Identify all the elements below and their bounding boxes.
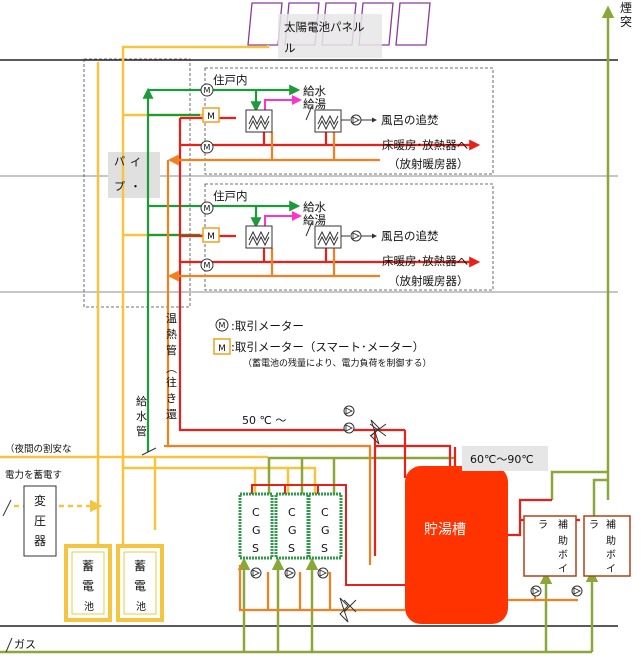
cgs-units [238, 492, 343, 560]
chimney-label: 煙突 [620, 1, 632, 29]
floor-lines [0, 59, 618, 627]
svg-text:M: M [219, 321, 226, 330]
night-power-label: （夜間の割安な [5, 443, 72, 455]
heat-exchanger-icon [245, 225, 273, 249]
svg-text:イ: イ [130, 156, 141, 169]
floor-heating-label: 床暖房･放熱器へ [382, 254, 468, 268]
battery-label: 蓄電池 [82, 559, 94, 613]
heat-exchanger-icon [245, 109, 273, 133]
radiant-heater-label: （放射暖房器） [388, 157, 469, 171]
aux-boiler-label: ラ補助ボイ [538, 518, 568, 575]
solar-panel [247, 2, 431, 58]
batteries [64, 544, 164, 622]
bath-reheat-label: 風呂の追焚 [381, 113, 439, 127]
bath-reheat-label: 風呂の追焚 [381, 229, 439, 243]
transformer-label: 変圧器 [34, 493, 46, 548]
storage-tank [405, 466, 508, 624]
water-supply-label: 給水 [303, 84, 326, 98]
meter-legend-note: （蓄電池の残量により、電力負荷を制御する） [243, 357, 431, 369]
water-pipe-label: 給水管 [136, 394, 147, 438]
svg-text:プ: プ [114, 180, 125, 193]
hot-water-supply-label: 給湯 [303, 97, 326, 111]
meter-legend-label: :取引メーター [231, 319, 304, 333]
transformer-box [23, 485, 57, 557]
night-power-label-cont: 電力を蓄電す [5, 469, 62, 481]
hot-lines [178, 116, 580, 556]
solar-panel-label: 太陽電池パネル [284, 20, 365, 34]
svg-text:M: M [204, 143, 211, 152]
pipe-space-label-bg [108, 152, 160, 198]
svg-text:M: M [204, 86, 211, 95]
temp-50-label: 50 ℃ ～ [242, 414, 286, 427]
return-lines [164, 132, 578, 612]
temperature-range-bg [462, 446, 548, 471]
svg-text:M: M [207, 112, 215, 122]
water-supply-label: 給水 [303, 200, 326, 214]
bath-reheat-lines [305, 105, 377, 242]
gas-lines [0, 5, 615, 654]
hot-water-supply-label: 給湯 [303, 213, 326, 227]
floor-heating-label: 床暖房･放熱器へ [382, 138, 468, 152]
temp-range-label: 60℃～90℃ [470, 453, 534, 466]
svg-text:M: M [204, 204, 211, 213]
unit-interior-label: 住戸内 [213, 189, 248, 203]
smart-meter-legend-label: :取引メーター（スマート･メーター） [231, 340, 424, 354]
valve-icons [250, 405, 583, 623]
hot-water-supply-lines [264, 95, 302, 226]
svg-text:M: M [207, 232, 215, 242]
unit-interior-label: 住戸内 [213, 73, 248, 87]
svg-text:M: M [218, 344, 226, 354]
aux-boiler-label: ラ補助ボイ [589, 518, 616, 575]
radiant-heater-label: （放射暖房器） [388, 274, 469, 288]
heat-exchanger-icon [314, 225, 342, 249]
heat-exchanger-icon [314, 109, 342, 133]
battery-label: 蓄電池 [134, 559, 146, 613]
svg-text:・: ・ [130, 180, 141, 193]
pipe-space-box [83, 58, 191, 308]
svg-text:M: M [204, 261, 211, 270]
water-pipe-pointer [141, 447, 157, 456]
hot-water-pipe-label: 温熱管︵往き還 [166, 312, 177, 421]
pipe-space-label: パ [114, 155, 125, 168]
storage-tank-label: 貯湯槽 [424, 521, 466, 538]
aux-boilers [523, 515, 631, 577]
solar-panel-label-cont: ル [284, 41, 296, 55]
meter-icons: M M M M M M M M [200, 83, 231, 355]
gas-label: ガス [14, 638, 36, 651]
